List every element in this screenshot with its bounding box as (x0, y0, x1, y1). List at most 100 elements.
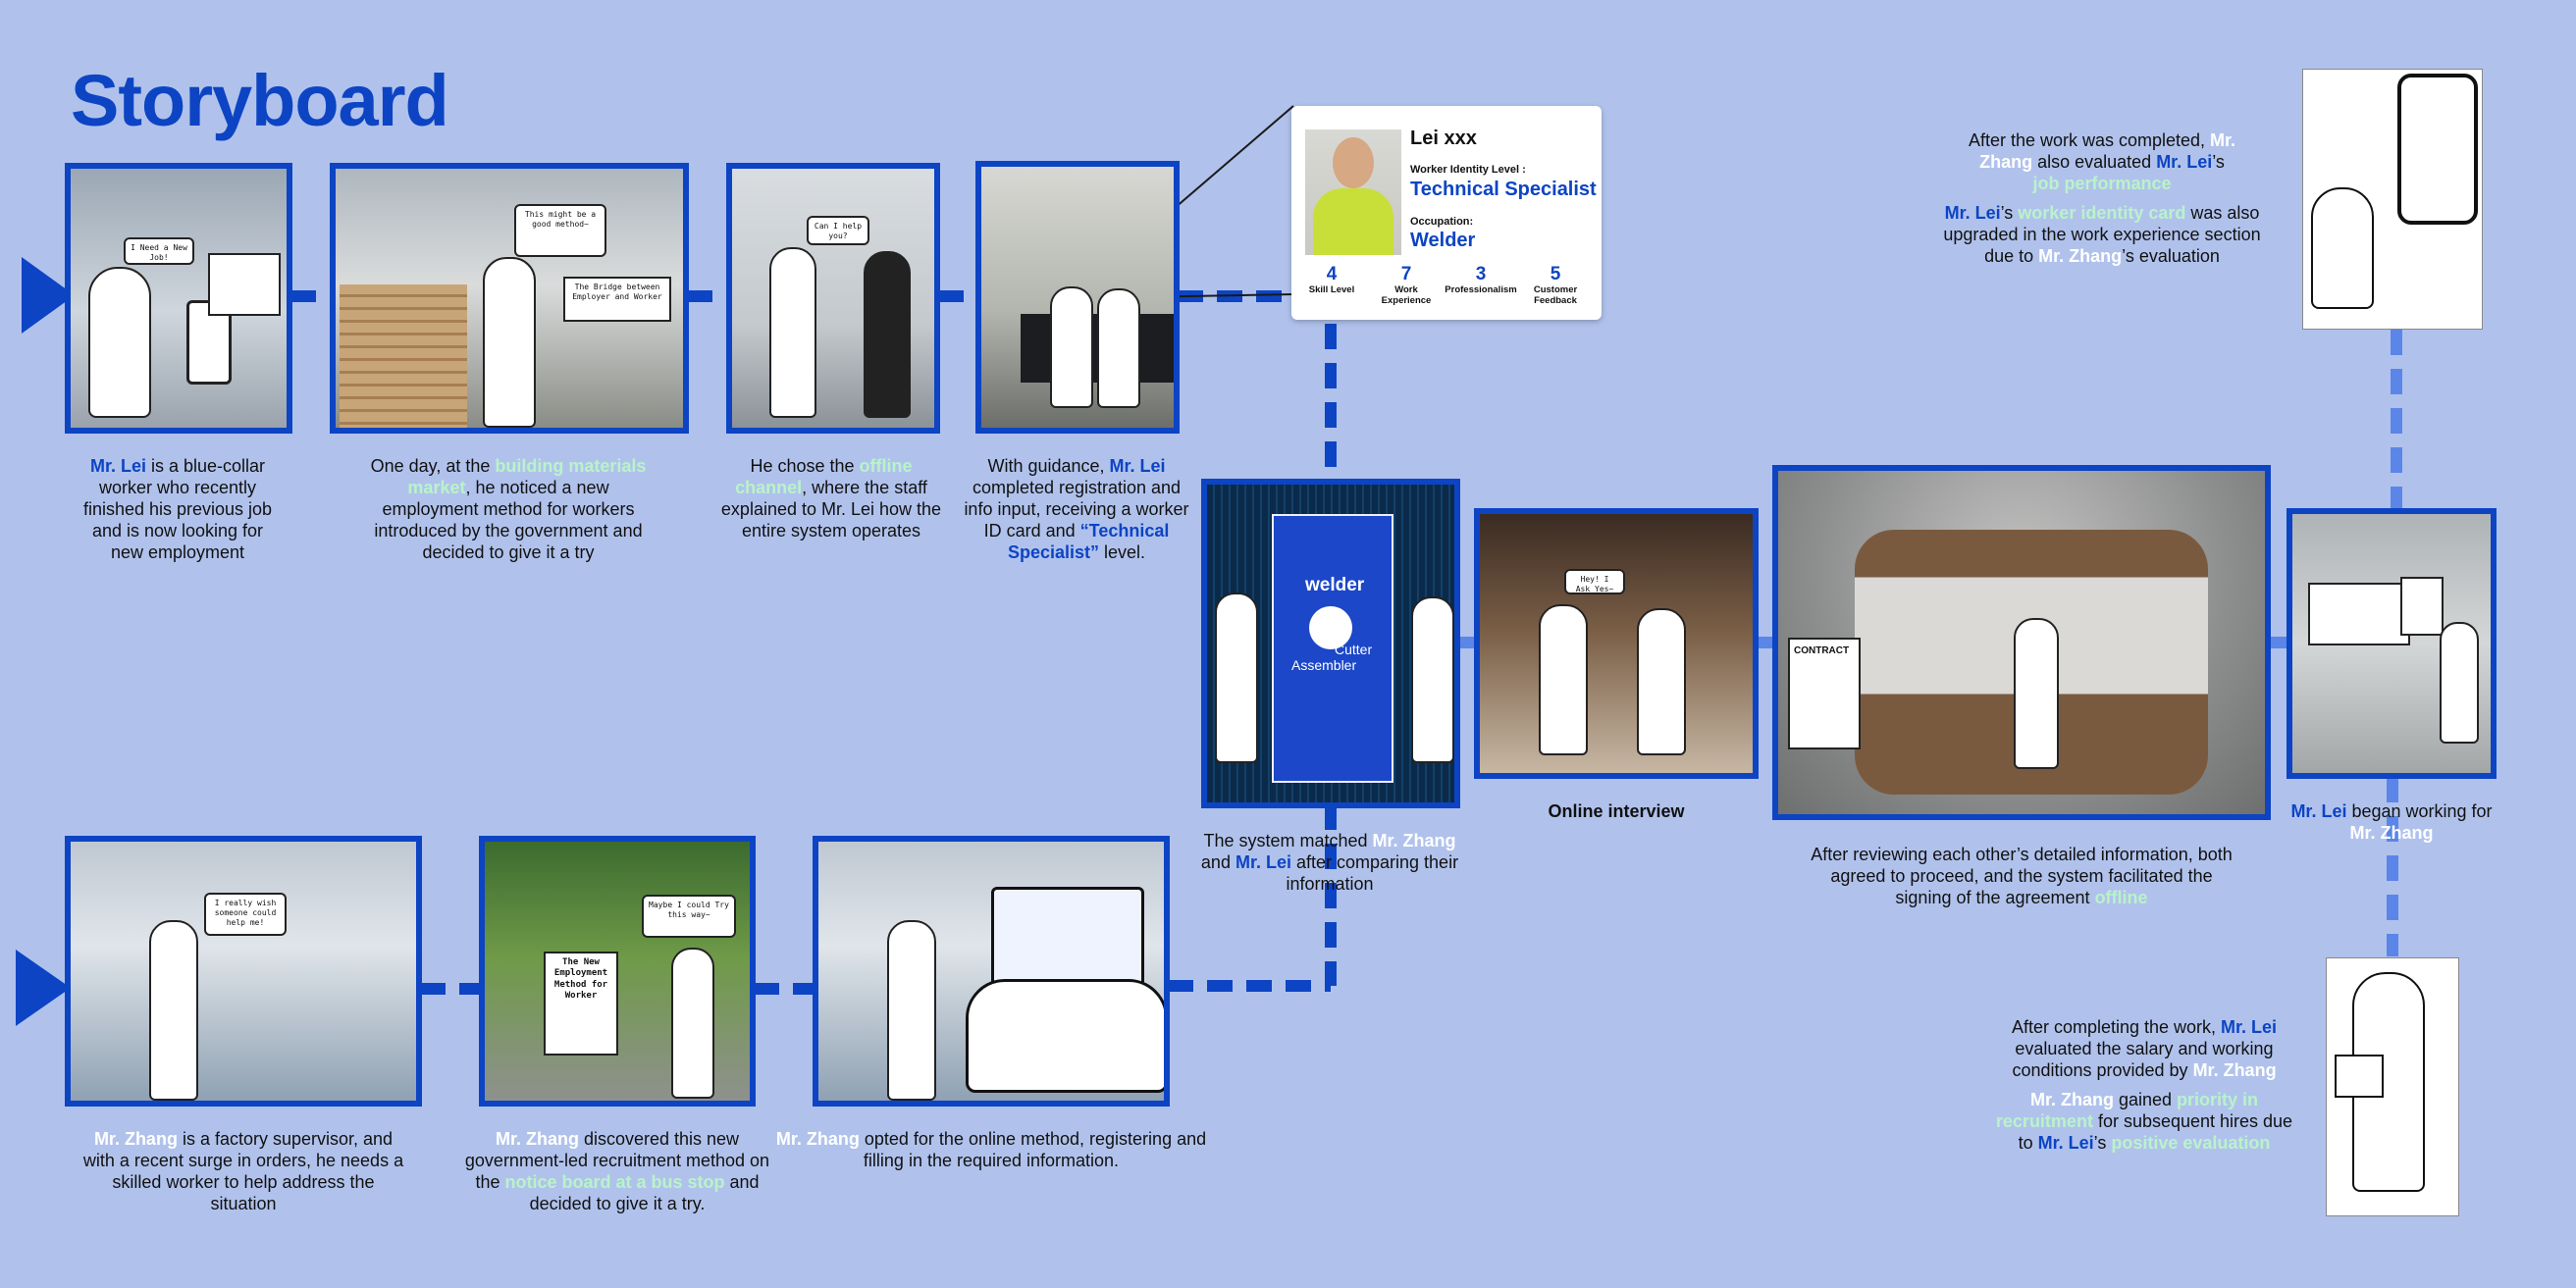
caption-segment: Mr. Zhang (1372, 831, 1456, 850)
sketch-phone-evaluation (2302, 69, 2483, 330)
person-icon (1215, 592, 1258, 763)
caption-segment: One day, at the (370, 456, 496, 476)
caption-segment: is a blue-collar worker who recently fin… (82, 456, 273, 562)
caption-segment: Online interview (1548, 801, 1685, 821)
caption-segment: ’s (2212, 152, 2225, 172)
caption-segment: After reviewing each other’s detailed in… (1811, 845, 2233, 907)
sketch-laptop-evaluation (2326, 957, 2459, 1216)
phone-icon (2397, 74, 2478, 225)
lumber-stack (340, 284, 467, 428)
worker-name: Lei xxx (1410, 128, 1477, 149)
caption-p6: Online interview (1501, 800, 1731, 830)
caption-segment: worker identity card (2018, 203, 2186, 223)
caption-segment: Mr. Lei (2290, 801, 2347, 821)
person-icon (2311, 187, 2374, 309)
panel-begin-working (2287, 508, 2497, 779)
caption-p4: With guidance, Mr. Lei completed registr… (956, 455, 1197, 571)
caption-evaluation-top: After the work was completed, Mr. Zhang … (1929, 129, 2275, 275)
notice-board: The New Employment Method for Worker (544, 952, 618, 1056)
caption-segment: Mr. Zhang (495, 1129, 579, 1149)
caption-segment: is a factory supervisor, and with a rece… (82, 1129, 404, 1213)
caption-segment: offline (2094, 888, 2148, 907)
page-title: Storyboard (71, 60, 449, 141)
caption-segment: Mr. Lei (2221, 1017, 2278, 1037)
caption-p8: Mr. Lei began working for Mr. Zhang (2287, 800, 2497, 851)
caption-segment: Mr. Lei (89, 456, 146, 476)
caption-evaluation-bottom: After completing the work, Mr. Lei evalu… (1992, 1016, 2296, 1161)
caption-segment: Mr. Zhang (775, 1129, 860, 1149)
worker-photo (1305, 129, 1401, 255)
caption-segment: also evaluated (2032, 152, 2157, 172)
caption-b2: Mr. Zhang discovered this new government… (457, 1128, 777, 1222)
caption-segment: was also upgraded in the work experience… (1943, 203, 2261, 266)
caption-tr2: Mr. Lei’s worker identity card was also … (1929, 202, 2275, 267)
caption-segment: After completing the work, (2011, 1017, 2222, 1037)
speech-bubble: This might be a good method~ (514, 204, 606, 257)
screen-option-cutter: Cutter (1335, 642, 1373, 657)
person-icon (2014, 618, 2059, 769)
contract-label: CONTRACT (1794, 645, 1850, 656)
caption-segment: Mr. Lei (2156, 152, 2213, 172)
caption-b3: Mr. Zhang opted for the online method, r… (775, 1128, 1207, 1179)
caption-segment: opted for the online method, registering… (859, 1129, 1207, 1170)
caption-tr1: After the work was completed, Mr. Zhang … (1929, 129, 2275, 194)
caption-segment: evaluated the salary and working conditi… (2012, 1039, 2274, 1080)
identity-level-label: Worker Identity Level : (1410, 164, 1526, 176)
caption-segment: Mr. Lei (2037, 1133, 2094, 1153)
clipboard-icon (2400, 577, 2444, 636)
caption-b1: Mr. Zhang is a factory supervisor, and w… (79, 1128, 408, 1222)
caption-segment: Mr. Lei (1235, 852, 1291, 872)
caption-segment: Mr. Lei (1109, 456, 1166, 476)
screen-option-assembler: Assembler (1291, 657, 1357, 673)
staff-icon (1097, 288, 1140, 408)
caption-segment: With guidance, (987, 456, 1110, 476)
panel-online-interview: Hey! I Ask Yes~ (1474, 508, 1759, 779)
panel-bus-stop: The New Employment Method for Worker May… (479, 836, 756, 1107)
caption-segment: gained (2113, 1090, 2178, 1109)
speech-bubble: I really wish someone could help me! (204, 893, 287, 936)
person-icon (149, 920, 198, 1101)
caption-segment: priority in recruitment (1995, 1090, 2259, 1131)
panel-system-match: welder Cutter Assembler (1201, 479, 1460, 808)
caption-segment: Mr. Zhang (1979, 130, 2236, 172)
person-icon (2440, 622, 2479, 744)
caption-segment: , where the staff explained to Mr. Lei h… (720, 478, 942, 541)
caption-segment: “Technical Specialist” (1007, 521, 1170, 562)
caption-segment: and (1200, 852, 1235, 872)
caption-p7: After reviewing each other’s detailed in… (1802, 844, 2241, 916)
caption-segment: , he noticed a new employment method for… (374, 478, 643, 562)
caption-segment: Mr. Zhang (2192, 1060, 2277, 1080)
panel-agreement: CONTRACT (1772, 465, 2271, 820)
caption-segment: He chose the (750, 456, 860, 476)
caption-segment: level. (1099, 542, 1146, 562)
screen-title: welder (1305, 575, 1365, 595)
match-circle (1309, 606, 1352, 649)
person-icon (769, 247, 816, 418)
caption-segment: completed registration and info input, r… (964, 478, 1189, 541)
speech-bubble: Maybe I could Try this way~ (642, 895, 736, 938)
person-icon (1637, 608, 1686, 755)
contract-icon (1788, 638, 1861, 749)
caption-p3: He chose the offline channel, where the … (716, 455, 946, 549)
person-icon (483, 257, 536, 428)
panel-registration (975, 161, 1180, 434)
panel-online-registration (813, 836, 1170, 1107)
identity-level-value: Technical Specialist (1410, 179, 1597, 200)
speech-bubble: I Need a New Job! (124, 237, 194, 265)
caption-segment: began working for (2346, 801, 2493, 821)
caption-segment: job performance (2032, 174, 2172, 193)
caption-segment: offline channel (735, 456, 913, 497)
laptop-icon (2335, 1055, 2384, 1098)
panel-offline-channel: Can I help you? (726, 163, 940, 434)
occupation-value: Welder (1410, 230, 1476, 251)
caption-p2: One day, at the building materials marke… (361, 455, 656, 571)
caption-segment: Mr. Zhang (2038, 246, 2123, 266)
caption-segment: building materials market (407, 456, 647, 497)
caption-segment: Mr. Zhang (2349, 823, 2434, 843)
caption-segment: for subsequent hires due to (2018, 1111, 2293, 1153)
